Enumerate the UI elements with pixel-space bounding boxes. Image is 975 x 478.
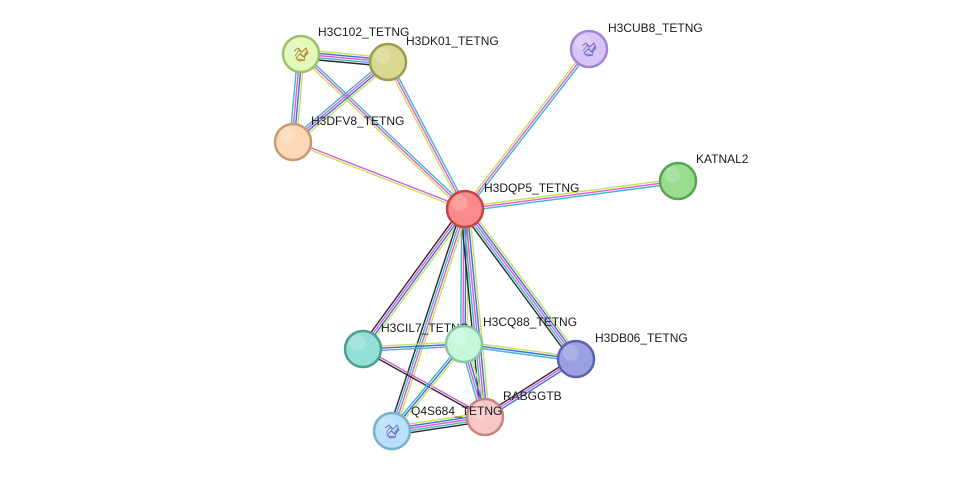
edge-evidence-line [359,206,463,348]
node-highlight [450,329,467,346]
node-label: H3C102_TETNG [318,25,409,39]
node-label: H3CIL7_TETNG [381,321,469,335]
edge-evidence-line [464,178,678,208]
node-highlight [471,402,488,419]
node-highlight [279,127,296,144]
edge-H3DQP5_TETNG-H3CUB8_TETNG[interactable] [462,47,592,211]
edge-evidence-line [387,61,466,210]
node-label: H3CQ88_TETNG [483,315,577,329]
node-H3CUB8_TETNG[interactable]: H3CUB8_TETNG [569,21,703,69]
node-circle[interactable] [273,122,313,162]
edge-evidence-line [466,208,488,417]
edge-evidence-line [363,209,467,351]
node-H3DFV8_TETNG[interactable]: H3DFV8_TETNG [273,114,404,162]
edge-H3DQP5_TETNG-H3CIL7_TETNG[interactable] [359,206,469,352]
edge-H3DQP5_TETNG-H3DFV8_TETNG[interactable] [292,140,466,211]
edge-evidence-line [385,62,464,211]
node-label: H3DB06_TETNG [595,331,688,345]
node-circle[interactable] [556,339,596,379]
edge-evidence-line [464,209,467,345]
edge-evidence-line [466,207,579,359]
edge-evidence-line [291,60,388,142]
edge-evidence-line [302,51,467,208]
node-highlight [374,47,391,64]
edge-evidence-line [462,208,465,344]
edge-evidence-line [468,208,491,417]
node-highlight [562,344,579,361]
edge-evidence-line [293,62,390,144]
node-circle[interactable] [445,189,485,229]
edge-H3DK01_TETNG-H3DFV8_TETNG[interactable] [290,58,391,146]
edges-layer [289,47,679,437]
node-circle[interactable] [465,397,505,437]
edge-H3CIL7_TETNG-RABGGTB[interactable] [362,347,486,419]
edge-evidence-line [462,209,575,361]
edge-evidence-line [466,209,469,345]
node-label: H3DQP5_TETNG [484,181,579,195]
edge-H3DQP5_TETNG-H3DB06_TETNG[interactable] [460,205,581,363]
node-highlight [349,334,366,351]
node-label: H3DK01_TETNG [406,34,499,48]
edge-evidence-line [392,209,467,432]
edge-evidence-line [460,211,574,363]
edge-evidence-line [462,209,484,418]
edge-evidence-line [362,349,485,419]
node-RABGGTB[interactable]: RABGGTB [465,389,562,437]
node-KATNAL2[interactable]: KATNAL2 [658,152,749,201]
node-Q4S684_TETNG[interactable]: Q4S684_TETNG [372,404,502,451]
protein-structure-icon [384,424,400,439]
edge-evidence-line [462,47,588,209]
node-label: H3CUB8_TETNG [608,21,703,35]
node-H3C102_TETNG[interactable]: H3C102_TETNG [281,25,409,74]
node-circle[interactable] [368,42,408,82]
node-label: RABGGTB [503,389,562,403]
edge-evidence-line [365,210,469,352]
edge-evidence-line [466,49,592,211]
node-H3DQP5_TETNG[interactable]: H3DQP5_TETNG [445,181,579,229]
edge-evidence-line [294,63,391,146]
node-H3CQ88_TETNG[interactable]: H3CQ88_TETNG [444,315,577,364]
edge-evidence-line [464,180,679,210]
edge-evidence-line [464,48,590,210]
node-circle[interactable] [658,161,698,201]
node-highlight [451,194,468,211]
protein-structure-icon [293,47,309,62]
edge-evidence-line [361,207,465,349]
node-circle[interactable] [343,329,383,369]
edge-evidence-line [290,58,387,141]
node-H3DB06_TETNG[interactable]: H3DB06_TETNG [556,331,688,379]
edge-evidence-line [465,182,679,212]
node-highlight [664,166,681,183]
edge-evidence-line [388,207,463,431]
edge-evidence-line [459,209,482,418]
edge-evidence-line [363,347,486,417]
node-label: Q4S684_TETNG [411,404,502,418]
edge-evidence-line [389,60,468,209]
edge-evidence-line [292,142,465,211]
node-H3CIL7_TETNG[interactable]: H3CIL7_TETNG [343,321,469,369]
edge-evidence-line [464,208,577,360]
node-H3DK01_TETNG[interactable]: H3DK01_TETNG [368,34,499,82]
edge-evidence-line [293,140,466,209]
edge-evidence-line [299,55,464,212]
edge-H3DQP5_TETNG-H3DK01_TETNG[interactable] [385,60,468,211]
node-label: H3DFV8_TETNG [311,114,404,128]
edge-evidence-line [464,208,486,418]
node-label: KATNAL2 [696,152,749,166]
edge-evidence-line [394,209,469,433]
edge-evidence-line [300,53,466,210]
edge-evidence-line [390,208,465,431]
edge-H3DQP5_TETNG-RABGGTB[interactable] [459,208,491,418]
node-circle[interactable] [444,324,484,364]
protein-structure-icon [581,42,597,57]
edge-H3DQP5_TETNG-KATNAL2[interactable] [464,178,679,212]
edge-evidence-line [467,205,581,357]
edge-H3DQP5_TETNG-Q4S684_TETNG[interactable] [388,207,469,433]
edge-H3DQP5_TETNG-H3C102_TETNG[interactable] [299,51,467,212]
